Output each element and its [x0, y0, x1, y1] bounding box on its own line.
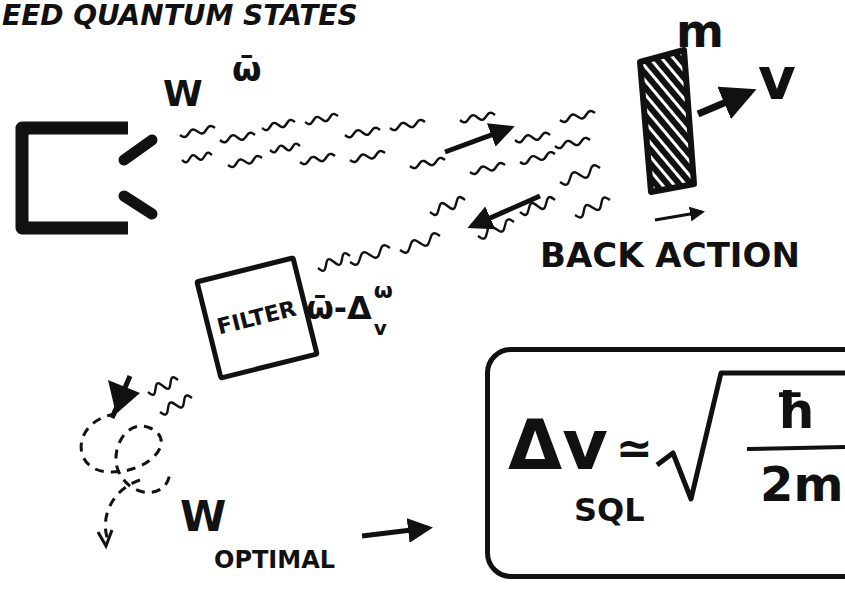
velocity-symbol: v — [758, 50, 796, 108]
symbol: W — [163, 76, 203, 112]
wave — [560, 111, 595, 122]
wave — [300, 154, 335, 164]
velocity-arrow — [698, 92, 750, 114]
dashed-loop-head — [98, 530, 112, 546]
wave — [270, 144, 300, 153]
wave — [220, 133, 255, 143]
result-arrow — [362, 528, 428, 536]
box-label: FILTER — [215, 298, 299, 339]
formula-part: 2m — [760, 460, 843, 508]
filter-box: FILTER — [194, 255, 320, 381]
wave — [305, 114, 338, 124]
symbol: W — [180, 496, 226, 538]
wave — [470, 163, 505, 174]
formula-box: ΔvSQL ≃ ħ 2m — [485, 347, 845, 579]
frequency-symbol: ω̄ — [232, 52, 262, 86]
wave — [460, 113, 495, 123]
wave — [520, 152, 555, 164]
wave — [560, 165, 600, 184]
wave — [160, 395, 192, 414]
superscript: ω — [374, 280, 393, 302]
wave — [148, 377, 178, 395]
wave — [400, 233, 440, 252]
wave — [318, 253, 350, 271]
mirror — [640, 50, 694, 192]
wave — [430, 197, 465, 215]
wave — [180, 126, 215, 137]
formula-part: ħ — [775, 386, 815, 436]
fraction-bar — [747, 447, 845, 449]
dashed-loop — [81, 414, 170, 540]
subscript: OPTIMAL — [214, 548, 335, 572]
formula-part: ≃ — [616, 426, 653, 470]
forward-arrow — [445, 128, 510, 152]
subscript: v — [374, 318, 387, 338]
formula-part: SQL — [574, 494, 645, 526]
laser-body — [22, 128, 128, 228]
wave — [520, 197, 555, 215]
wave — [350, 151, 385, 162]
annotation: BACK ACTION — [540, 238, 800, 272]
photodiode-bar — [112, 376, 130, 418]
wave — [345, 128, 380, 138]
wave — [262, 120, 295, 130]
laser-nozzle — [124, 140, 152, 214]
wave — [390, 120, 425, 130]
wave — [350, 245, 390, 264]
vector-arrow — [655, 212, 702, 220]
wave — [182, 153, 212, 163]
wave — [575, 198, 610, 218]
shifted-frequency: ω̄-Δ — [306, 292, 372, 324]
wave — [478, 219, 514, 238]
mass-symbol: m — [676, 8, 724, 54]
wave — [555, 138, 590, 148]
formula-part: Δv — [508, 410, 608, 480]
title: EED QUANTUM STATES — [2, 2, 358, 30]
wave — [515, 133, 550, 143]
wave — [410, 158, 445, 168]
wave — [228, 156, 262, 167]
